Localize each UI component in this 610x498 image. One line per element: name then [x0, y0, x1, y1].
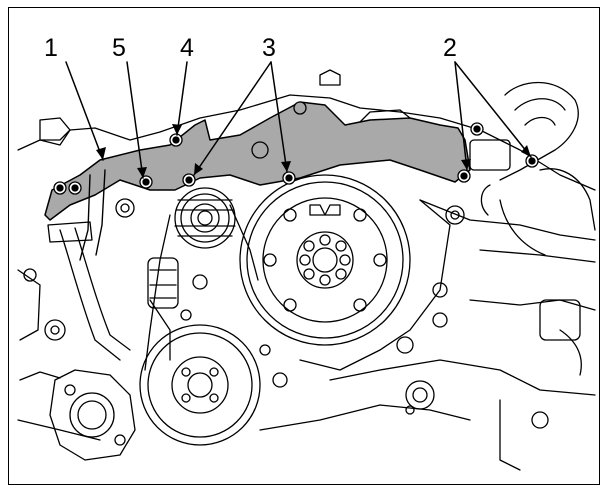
- tensioner: [115, 198, 465, 415]
- belt-drive: [144, 199, 451, 371]
- callout-4: 4: [180, 34, 194, 62]
- manifold-highlight: [44, 101, 471, 261]
- coolant-pipe: [47, 221, 131, 361]
- callout-3: 3: [262, 34, 276, 62]
- idler-pulley: [174, 187, 236, 249]
- bolts: [53, 122, 539, 195]
- callout-1: 1: [44, 34, 58, 62]
- figure-border: [8, 7, 600, 485]
- callout-2: 2: [443, 34, 457, 62]
- callout-5: 5: [112, 34, 126, 62]
- arrowheads: [96, 124, 531, 178]
- water-pump-pulley: [139, 324, 261, 446]
- leader-lines: [65, 61, 532, 179]
- intake-tube: [480, 81, 596, 256]
- large-pulley: [239, 174, 411, 346]
- thermostat-housing: [49, 369, 136, 461]
